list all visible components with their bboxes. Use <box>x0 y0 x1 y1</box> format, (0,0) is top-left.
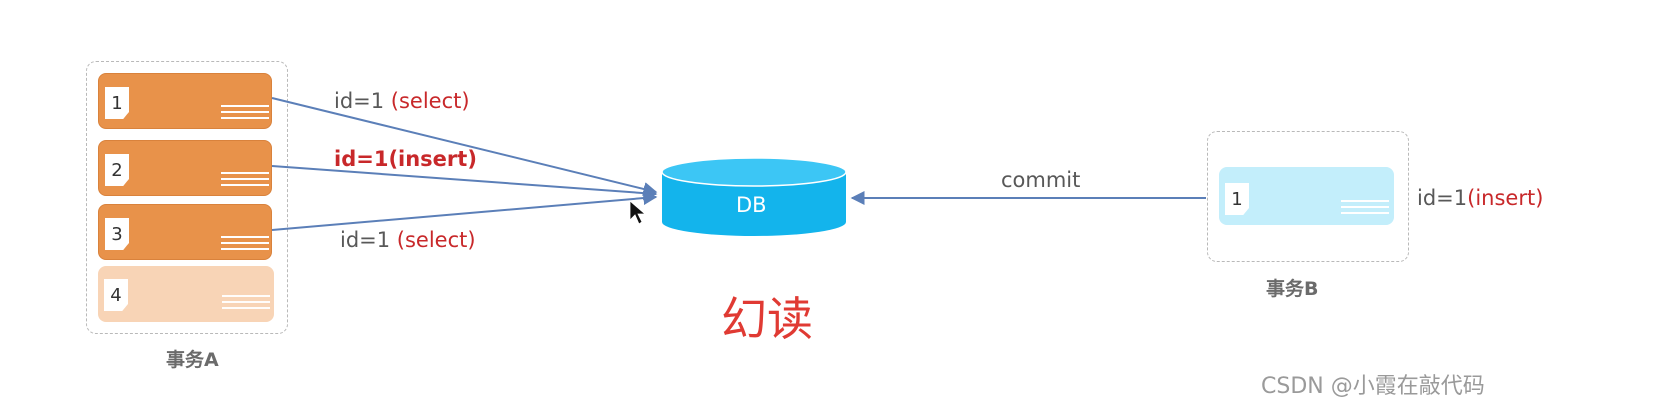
transaction-b-side-label: id=1(insert) <box>1417 186 1543 210</box>
edge-label-suffix: (select) <box>390 89 470 113</box>
transaction-a-row-2: 2 <box>98 140 272 196</box>
cursor-icon <box>629 200 647 225</box>
transaction-b-box <box>1207 131 1409 262</box>
watermark: CSDN @小霞在敲代码 <box>1261 374 1485 399</box>
transaction-a-row-3: 3 <box>98 204 272 260</box>
row-number: 1 <box>111 92 123 114</box>
transaction-a-label: 事务A <box>166 349 219 371</box>
edge-label-suffix: (select) <box>396 228 476 252</box>
transaction-a-row-1: 1 <box>98 73 272 129</box>
lines-icon <box>221 236 269 254</box>
arrow-row2-to-db <box>271 165 658 201</box>
lines-icon <box>1341 200 1389 218</box>
row-number: 3 <box>111 223 123 245</box>
arrow-row1-to-db <box>271 97 658 196</box>
row-number: 2 <box>111 159 123 181</box>
transaction-b-row-1: 1 <box>1219 167 1394 225</box>
document-icon: 4 <box>104 279 128 311</box>
lines-icon <box>221 105 269 123</box>
transaction-a-row-4: 4 <box>98 266 274 322</box>
edge-label-commit: commit <box>1001 168 1081 192</box>
document-icon: 1 <box>1225 183 1249 215</box>
row-number: 4 <box>110 284 122 306</box>
arrow-row3-to-db <box>271 191 658 231</box>
edge-label-select-2: id=1 (select) <box>340 228 476 252</box>
lines-icon <box>221 172 269 190</box>
document-icon: 3 <box>105 218 129 250</box>
edge-label-select-1: id=1 (select) <box>334 89 470 113</box>
transaction-b-label: 事务B <box>1266 278 1319 300</box>
diagram-title: 幻读 <box>721 292 813 346</box>
edge-label-prefix: id=1 <box>340 228 397 252</box>
row-number: 1 <box>1231 188 1243 210</box>
side-label-suffix: (insert) <box>1467 186 1544 210</box>
lines-icon <box>222 295 270 313</box>
document-icon: 1 <box>105 87 129 119</box>
db-cylinder <box>661 157 847 236</box>
db-label: DB <box>736 193 767 217</box>
side-label-prefix: id=1 <box>1417 186 1468 210</box>
edge-label-insert: id=1(insert) <box>334 147 477 171</box>
transaction-a-box <box>86 61 288 334</box>
document-icon: 2 <box>105 154 129 186</box>
edge-label-prefix: id=1 <box>334 89 391 113</box>
